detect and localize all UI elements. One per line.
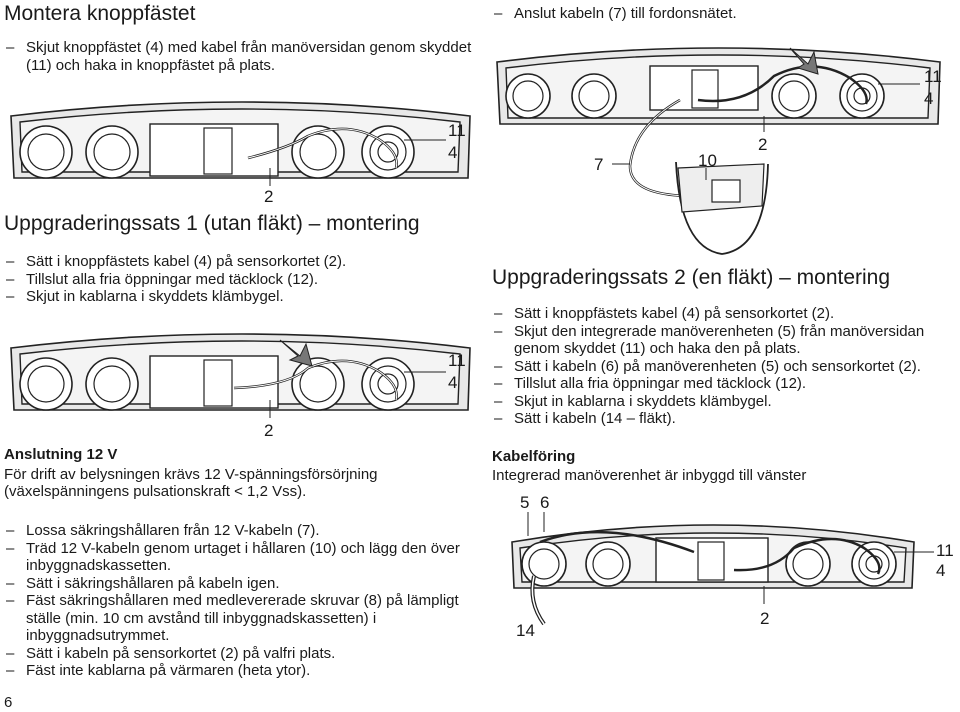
list-item: Fäst inte kablarna på värmaren (heta yto… <box>4 662 474 680</box>
callout-2: 2 <box>264 421 273 440</box>
callout-2: 2 <box>264 187 273 206</box>
list-item: Sätt i kabeln (6) på manöverenheten (5) … <box>492 358 954 376</box>
top-right-list: Anslut kabeln (7) till fordonsnätet. <box>492 5 952 23</box>
list-item: Anslut kabeln (7) till fordonsnätet. <box>492 5 952 23</box>
intro-list: Skjut knoppfästet (4) med kabel från man… <box>4 39 474 74</box>
section1-list: Sätt i knoppfästets kabel (4) på sensork… <box>4 253 474 306</box>
list-item: Tillslut alla fria öppningar med täckloc… <box>492 375 954 393</box>
connection-text: För drift av belysningen krävs 12 V-spän… <box>4 466 378 500</box>
list-item: Lossa säkringshållaren från 12 V-kabeln … <box>4 522 474 540</box>
callout-11: 11 <box>924 67 942 86</box>
section-title-upgrade-kit-2: Uppgraderingssats 2 (en fläkt) – monteri… <box>492 266 891 289</box>
figure-panel-knob-mount: 11 4 2 <box>10 101 471 206</box>
cable-routing-text: Integrerad manöverenhet är inbyggd till … <box>492 467 807 484</box>
cable-routing-title: Kabelföring <box>492 448 576 465</box>
callout-6: 6 <box>540 493 549 512</box>
callout-11: 11 <box>936 541 954 560</box>
callout-5: 5 <box>520 493 529 512</box>
figure-panel-cable-routing: 5 6 11 4 14 2 <box>511 493 954 640</box>
callout-4: 4 <box>448 373 457 392</box>
list-item: Sätt i knoppfästets kabel (4) på sensork… <box>4 253 474 271</box>
list-item: Tillslut alla fria öppningar med täckloc… <box>4 271 474 289</box>
callout-14: 14 <box>516 621 535 640</box>
figure-panel-12v-connection: 11 4 7 10 2 <box>496 47 942 255</box>
callout-4: 4 <box>924 89 933 108</box>
section2-list: Sätt i knoppfästets kabel (4) på sensork… <box>492 305 954 428</box>
connection-title: Anslutning 12 V <box>4 446 118 463</box>
callout-11: 11 <box>448 351 466 370</box>
list-item: Sätt i kabeln (14 – fläkt). <box>492 410 954 428</box>
callout-4: 4 <box>936 561 945 580</box>
callout-11: 11 <box>448 121 466 140</box>
connection-list: Lossa säkringshållaren från 12 V-kabeln … <box>4 522 474 680</box>
list-item: Fäst säkringshållaren med medlevererade … <box>4 592 474 645</box>
list-item: Skjut den integrerade manöverenheten (5)… <box>492 323 954 358</box>
callout-4: 4 <box>448 143 457 162</box>
section-title-upgrade-kit-1: Uppgraderingssats 1 (utan fläkt) – monte… <box>4 212 420 235</box>
page-number: 6 <box>4 694 13 711</box>
list-item: Skjut in kablarna i skyddets klämbygel. <box>492 393 954 411</box>
callout-7: 7 <box>594 155 603 174</box>
list-item: Skjut in kablarna i skyddets klämbygel. <box>4 288 474 306</box>
list-item: Sätt i säkringshållaren på kabeln igen. <box>4 575 474 593</box>
list-item: Träd 12 V-kabeln genom urtaget i hållare… <box>4 540 474 575</box>
callout-10: 10 <box>698 151 717 170</box>
list-item: Sätt i kabeln på sensorkortet (2) på val… <box>4 645 474 663</box>
figure-panel-upgrade-kit-1: 11 4 2 <box>10 333 471 440</box>
callout-2: 2 <box>760 609 769 628</box>
callout-2: 2 <box>758 135 767 154</box>
page-heading: Montera knoppfästet <box>4 2 196 25</box>
list-item: Skjut knoppfästet (4) med kabel från man… <box>4 39 474 74</box>
list-item: Sätt i knoppfästets kabel (4) på sensork… <box>492 305 954 323</box>
